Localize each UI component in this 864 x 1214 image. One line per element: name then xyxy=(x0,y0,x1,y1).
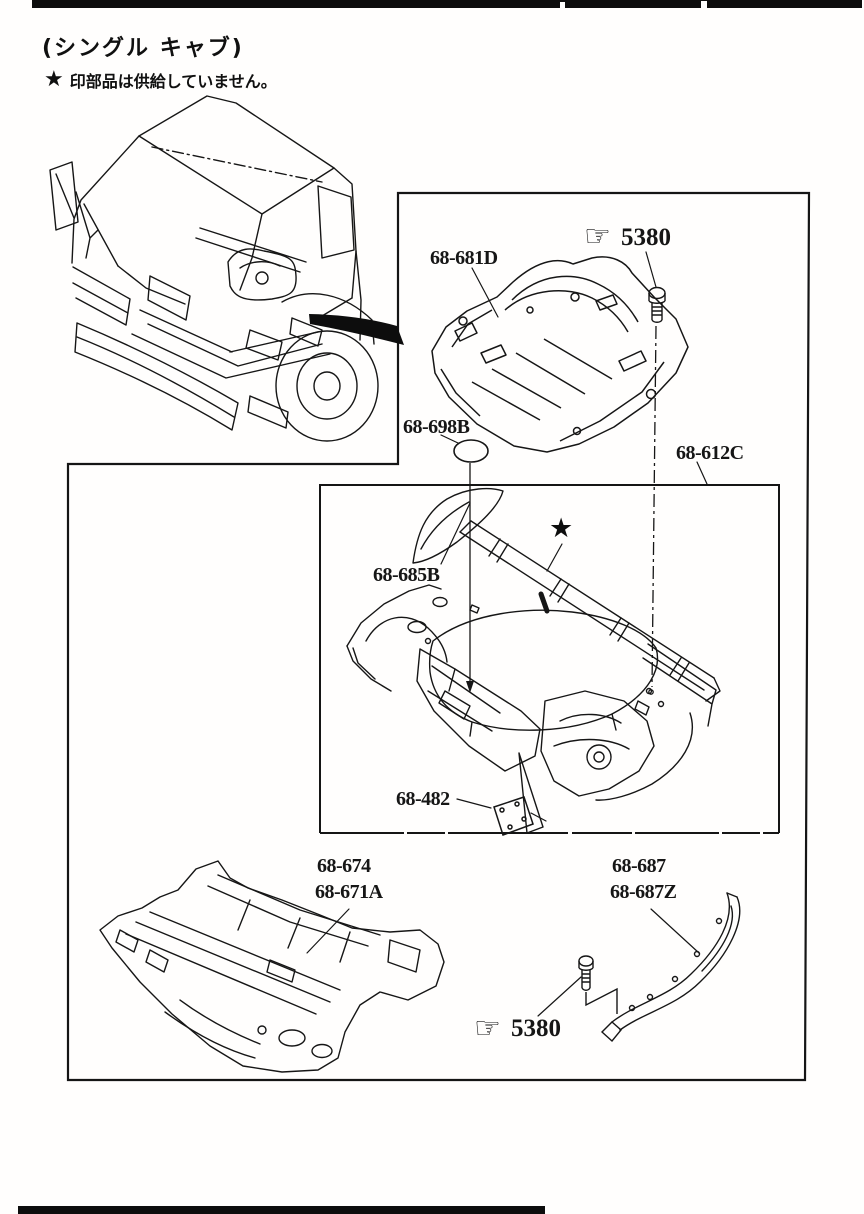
pointing-hand-icon-top: ☞ xyxy=(584,219,611,254)
door-window xyxy=(317,185,355,259)
bolt-bottom-drawing xyxy=(578,955,618,1014)
panel-frames xyxy=(66,191,811,1082)
callout-bolt-ref-bottom: 5380 xyxy=(511,1015,561,1042)
star-note-text: 印部品は供給していません。 xyxy=(69,72,277,91)
callout-side-trim-lower: 68-687Z xyxy=(610,881,677,903)
side-trim-drawing xyxy=(600,892,741,1043)
truck-cab-drawing xyxy=(49,95,404,442)
floor-cover-drawing xyxy=(431,256,689,453)
outer-frame-box xyxy=(66,191,811,1082)
page-scan-bars xyxy=(18,0,862,1214)
pointing-hand-icon-bottom: ☞ xyxy=(474,1011,501,1046)
floor-pan-drawing xyxy=(346,487,721,834)
star-supply-note: ★ 印部品は供給していません。 xyxy=(44,68,277,92)
not-supplied-star-marker: ★ xyxy=(549,513,574,544)
callout-bolt-ref-top: 5380 xyxy=(621,224,671,251)
bolt-locator-zigzag xyxy=(585,987,618,1014)
callout-floor-cover: 68-681D xyxy=(430,247,498,269)
callout-back-panel: 68-685B xyxy=(373,564,440,586)
callout-side-trim-upper: 68-687 xyxy=(612,855,666,877)
inner-frame-box xyxy=(319,484,780,833)
bolt-top-drawing xyxy=(648,286,666,323)
mirror xyxy=(49,161,79,231)
insulator-mat-drawing xyxy=(99,860,445,1073)
callout-plug-grommet: 68-698B xyxy=(403,416,470,438)
leader-lines xyxy=(306,251,708,1017)
callout-bracket: 68-482 xyxy=(396,788,450,810)
grommet-drawing xyxy=(453,439,489,463)
callout-arrow xyxy=(309,314,404,345)
cab-type-title: (シングル キャブ) xyxy=(42,36,244,61)
callout-floor-mat-lower: 68-671A xyxy=(315,881,383,903)
bracket-drawing xyxy=(493,796,534,836)
star-icon: ★ xyxy=(44,67,64,92)
center-lines xyxy=(466,325,657,695)
callout-rear-floor-panel: 68-612C xyxy=(676,442,744,464)
callout-floor-mat-upper: 68-674 xyxy=(317,855,371,877)
